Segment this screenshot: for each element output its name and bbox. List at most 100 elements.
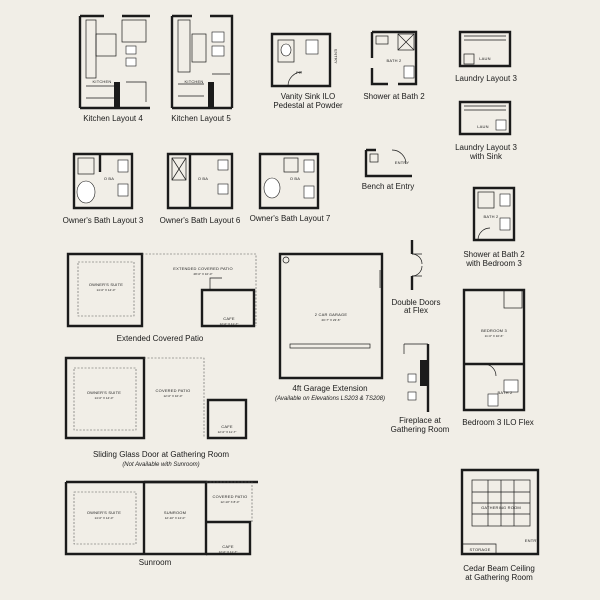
owners-bath-6-room-label: O BA	[197, 176, 209, 181]
sunroom-room-label: SUNROOM	[163, 510, 187, 515]
shower-bedroom-3-plan: BATH 2	[470, 184, 518, 244]
garage-drawing	[278, 252, 384, 380]
sliding-cafe-dim: 12'-0" X 11'-7"	[217, 430, 237, 434]
kitchen-5-room-label: KITCHEN	[184, 79, 204, 84]
double-doors-plan	[400, 236, 434, 294]
garage-room-label: 2 CAR GARAGE	[314, 312, 348, 317]
cedar-caption-line1: Cedar Beam Ceiling	[463, 564, 535, 573]
shower-bedroom-3-caption-line2: with Bedroom 3	[466, 259, 522, 268]
sliding-owners-suite-dim: 14'-0" X 14'-0"	[94, 396, 114, 400]
vanity-sink-plan: PR ENTRY	[268, 30, 348, 90]
sunroom-caption: Sunroom	[138, 558, 172, 567]
owners-bath-7-room-label: O BA	[289, 176, 301, 181]
kitchen-4-drawing	[78, 14, 150, 110]
sunroom-owners-suite-dim: 14'-0" X 14'-0"	[94, 516, 114, 520]
owners-bath-3-plan: O BA	[70, 150, 136, 212]
sunroom-cafe-label: CAFE	[222, 544, 234, 549]
laundry-layout-3-plan: LAUN	[456, 28, 514, 70]
laundry-3-sink-caption-line2: with Sink	[469, 152, 502, 161]
ext-cafe-label: CAFE	[223, 316, 235, 321]
owners-bath-3-caption: Owner's Bath Layout 3	[62, 216, 144, 225]
sliding-door-sub-text: (Not Available with Sunroom)	[122, 462, 200, 468]
ext-patio-dim: 28'-0" X 10'-0"	[193, 272, 213, 276]
sunroom-patio-dim: 12'-10" X 8'-0"	[220, 500, 240, 504]
cedar-storage-label: STORAGE	[469, 547, 491, 552]
owners-bath-7-caption: Owner's Bath Layout 7	[249, 214, 331, 223]
bench-entry-plan: ENTRY	[362, 146, 416, 180]
garage-caption: 4ft Garage Extension	[292, 384, 368, 393]
garage-extension-plan: 2 CAR GARAGE 20'-7" X 23'-6"	[276, 250, 386, 382]
kitchen-layout-4-plan: KITCHEN	[74, 12, 152, 110]
shower-bath-2-room-label: BATH 2	[386, 58, 402, 63]
garage-dim: 20'-7" X 23'-6"	[321, 318, 341, 322]
sliding-door-plan: OWNER'S SUITE 14'-0" X 14'-0" COVERED PA…	[62, 354, 252, 442]
shower-bedroom-3-drawing	[472, 186, 516, 242]
ext-owners-suite-dim: 14'-0" X 14'-0"	[96, 288, 116, 292]
bedroom-3-dim: 11'-0" X 10'-6"	[484, 334, 504, 338]
laundry-3-sink-plan: LAUN	[456, 98, 514, 138]
sliding-owners-suite-label: OWNER'S SUITE	[86, 390, 122, 395]
bedroom-3-drawing	[462, 288, 526, 412]
sliding-door-sub-caption: (Not Available with Sunroom)	[76, 459, 246, 469]
kitchen-4-room-label: KITCHEN	[92, 79, 112, 84]
garage-sub-text: (Available on Elevations LS203 & TS208)	[275, 396, 385, 402]
laundry-3-sink-drawing	[458, 100, 512, 136]
laundry-3-sink-caption-line1: Laundry Layout 3	[455, 143, 517, 152]
laundry-layout-3-caption: Laundry Layout 3	[455, 74, 517, 83]
shower-bath-2-plan: BATH 2	[368, 28, 420, 88]
sunroom-owners-suite-label: OWNER'S SUITE	[86, 510, 122, 515]
vanity-caption-line2: Pedestal at Powder	[273, 101, 343, 110]
sunroom-drawing	[64, 480, 258, 556]
sunroom-plan: OWNER'S SUITE 14'-0" X 14'-0" SUNROOM 12…	[62, 478, 258, 558]
shower-bath-2-caption: Shower at Bath 2	[363, 92, 425, 101]
laundry-3-drawing	[458, 30, 512, 68]
owners-bath-6-drawing	[166, 152, 234, 210]
cedar-beam-plan: GATHERING ROOM STORAGE ENTRY	[458, 466, 544, 558]
double-doors-caption-line2: at Flex	[403, 306, 428, 315]
fireplace-drawing	[403, 343, 430, 412]
double-doors-caption-line1: Double Doors	[391, 298, 441, 307]
garage-sub-caption: (Available on Elevations LS203 & TS208)	[254, 393, 406, 403]
vanity-room-label: PR	[296, 70, 302, 75]
cedar-entry-label: ENTRY	[524, 538, 540, 543]
sliding-patio-label: COVERED PATIO	[155, 388, 191, 393]
laundry-3-room-label: LAUN	[479, 56, 491, 61]
owners-bath-7-drawing	[258, 152, 320, 210]
double-doors-drawing	[410, 240, 423, 290]
extended-patio-drawing	[66, 252, 257, 328]
shower-bedroom-3-room-label: BATH 2	[483, 214, 499, 219]
owners-bath-6-plan: O BA	[164, 150, 236, 212]
kitchen-5-drawing	[170, 14, 234, 110]
vanity-entry-label: ENTRY	[333, 49, 339, 64]
bedroom-3-plan: BEDROOM 3 11'-0" X 10'-6" BATH 2	[458, 282, 528, 414]
fireplace-caption-line1: Fireplace at	[399, 416, 441, 425]
bench-entry-drawing	[364, 148, 412, 178]
bench-entry-room-label: ENTRY	[394, 160, 410, 165]
sliding-door-caption: Sliding Glass Door at Gathering Room	[92, 450, 230, 459]
sunroom-cafe-dim: 12'-0" X 11'-7"	[218, 550, 238, 554]
cedar-caption-line2: at Gathering Room	[465, 573, 533, 582]
ext-owners-suite-label: OWNER'S SUITE	[88, 282, 124, 287]
kitchen-layout-4-caption: Kitchen Layout 4	[83, 114, 143, 123]
fireplace-plan	[398, 340, 438, 416]
extended-covered-patio-plan: OWNER'S SUITE 14'-0" X 14'-0" EXTENDED C…	[62, 250, 262, 330]
bedroom-3-room-label: BEDROOM 3	[481, 328, 507, 333]
bench-entry-caption: Bench at Entry	[361, 182, 415, 191]
shower-bedroom-3-caption-line1: Shower at Bath 2	[463, 250, 525, 259]
sunroom-patio-label: COVERED PATIO	[212, 494, 248, 499]
kitchen-layout-5-caption: Kitchen Layout 5	[171, 114, 231, 123]
owners-bath-7-plan: O BA	[256, 150, 322, 212]
vanity-caption-line1: Vanity Sink ILO	[280, 92, 336, 101]
fireplace-caption-line2: Gathering Room	[390, 425, 450, 434]
bedroom-3-caption: Bedroom 3 ILO Flex	[462, 418, 534, 427]
ext-cafe-dim: 12'-0" X 11'-7"	[219, 322, 239, 326]
sunroom-room-dim: 12'-10" X 14'-0"	[164, 516, 186, 520]
cedar-room-label: GATHERING ROOM	[481, 505, 521, 510]
owners-bath-3-drawing	[72, 152, 134, 210]
sliding-patio-dim: 12'-0" X 10'-0"	[163, 394, 183, 398]
sliding-door-drawing	[64, 356, 248, 440]
laundry-3-sink-room-label: LAUN	[477, 124, 489, 129]
bedroom-3-bath-label: BATH 2	[497, 390, 513, 395]
kitchen-layout-5-plan: KITCHEN	[168, 12, 234, 110]
shower-bath-2-drawing	[370, 30, 418, 86]
